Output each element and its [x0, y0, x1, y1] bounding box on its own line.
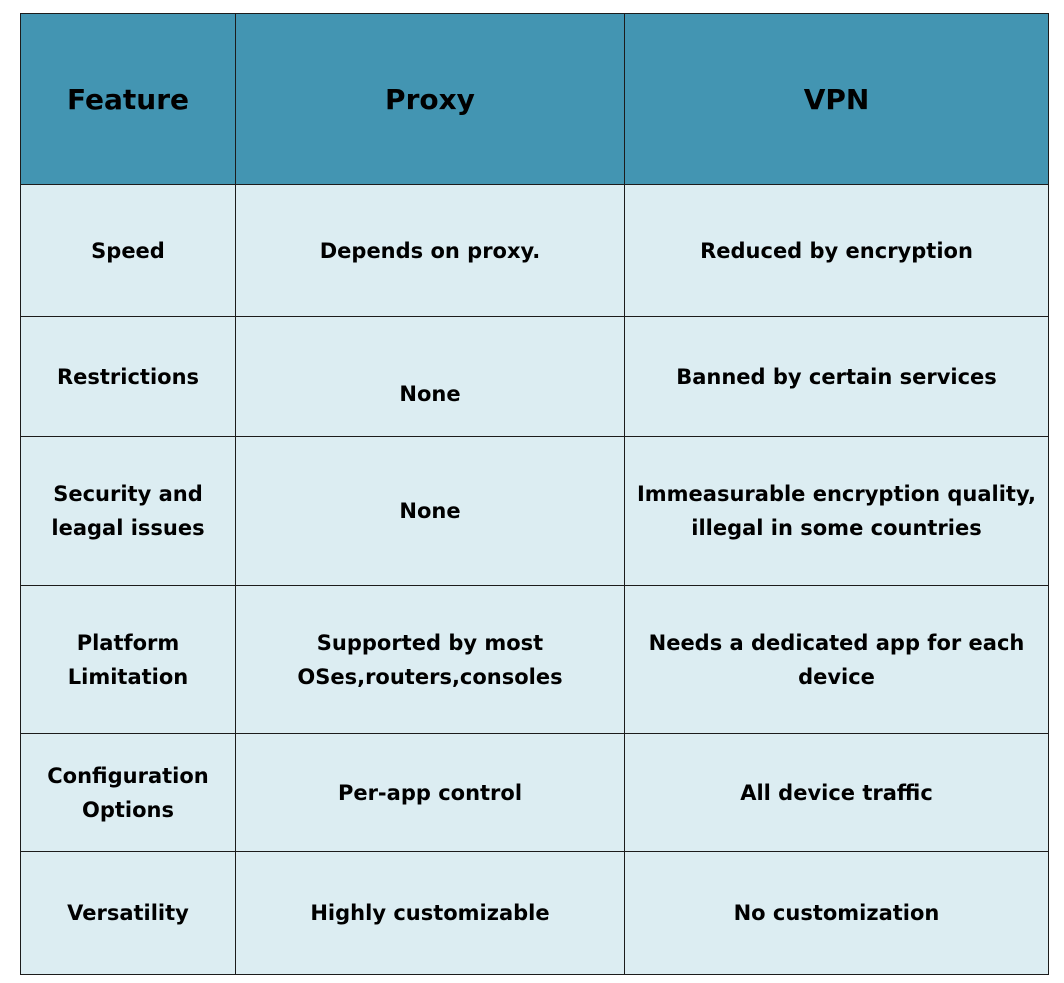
cell-feature: Speed	[20, 184, 236, 317]
cell-text: Security and leagal issues	[51, 482, 205, 540]
cell-text: None	[399, 381, 461, 406]
table-body: Speed Depends on proxy. Reduced by encry…	[20, 184, 1049, 975]
table-row: Versatility Highly customizable No custo…	[20, 851, 1049, 975]
cell-proxy: None	[235, 316, 625, 437]
cell-vpn: Banned by certain services	[624, 316, 1049, 437]
cell-proxy: Supported by most OSes,routers,consoles	[235, 585, 625, 734]
cell-text: Banned by certain services	[676, 364, 997, 389]
cell-proxy: Highly customizable	[235, 851, 625, 975]
cell-text: Reduced by encryption	[700, 238, 973, 263]
cell-vpn: Needs a dedicated app for each device	[624, 585, 1049, 734]
cell-text: Speed	[91, 238, 165, 263]
cell-text: Immeasurable encryption quality, illegal…	[636, 482, 1037, 540]
cell-text: Depends on proxy.	[319, 238, 541, 263]
cell-feature: Security and leagal issues	[20, 436, 236, 586]
cell-text: Restrictions	[56, 364, 200, 389]
cell-vpn: Reduced by encryption	[624, 184, 1049, 317]
table-row: Restrictions None Banned by certain serv…	[20, 316, 1049, 437]
comparison-table: Feature Proxy VPN Speed Depends on proxy…	[20, 13, 1049, 975]
cell-text: All device traffic	[740, 780, 933, 805]
header-proxy: Proxy	[235, 13, 625, 185]
cell-text: Configuration Options	[47, 763, 209, 822]
header-row: Feature Proxy VPN	[20, 13, 1049, 185]
table-row: Configuration Options Per-app control Al…	[20, 733, 1049, 852]
cell-text: Supported by most OSes,routers,consoles	[297, 630, 563, 689]
cell-feature: Configuration Options	[20, 733, 236, 852]
cell-feature: Versatility	[20, 851, 236, 975]
cell-vpn: Immeasurable encryption quality, illegal…	[624, 436, 1049, 586]
cell-proxy: Per-app control	[235, 733, 625, 852]
cell-text: Per-app control	[337, 780, 523, 805]
cell-text: No customization	[733, 901, 940, 925]
table-row: Platform Limitation Supported by most OS…	[20, 585, 1049, 734]
table-row: Security and leagal issues None Immeasur…	[20, 436, 1049, 586]
cell-feature: Restrictions	[20, 316, 236, 437]
cell-text: Highly customizable	[310, 901, 550, 925]
cell-text: Platform Limitation	[67, 630, 189, 689]
header-feature: Feature	[20, 13, 236, 185]
cell-vpn: No customization	[624, 851, 1049, 975]
cell-proxy: None	[235, 436, 625, 586]
table-row: Speed Depends on proxy. Reduced by encry…	[20, 184, 1049, 317]
cell-text: Needs a dedicated app for each device	[648, 630, 1025, 689]
cell-feature: Platform Limitation	[20, 585, 236, 734]
cell-vpn: All device traffic	[624, 733, 1049, 852]
header-vpn: VPN	[624, 13, 1049, 185]
table-header: Feature Proxy VPN	[20, 13, 1049, 185]
cell-proxy: Depends on proxy.	[235, 184, 625, 317]
cell-text: None	[399, 499, 461, 523]
cell-text: Versatility	[67, 901, 189, 925]
